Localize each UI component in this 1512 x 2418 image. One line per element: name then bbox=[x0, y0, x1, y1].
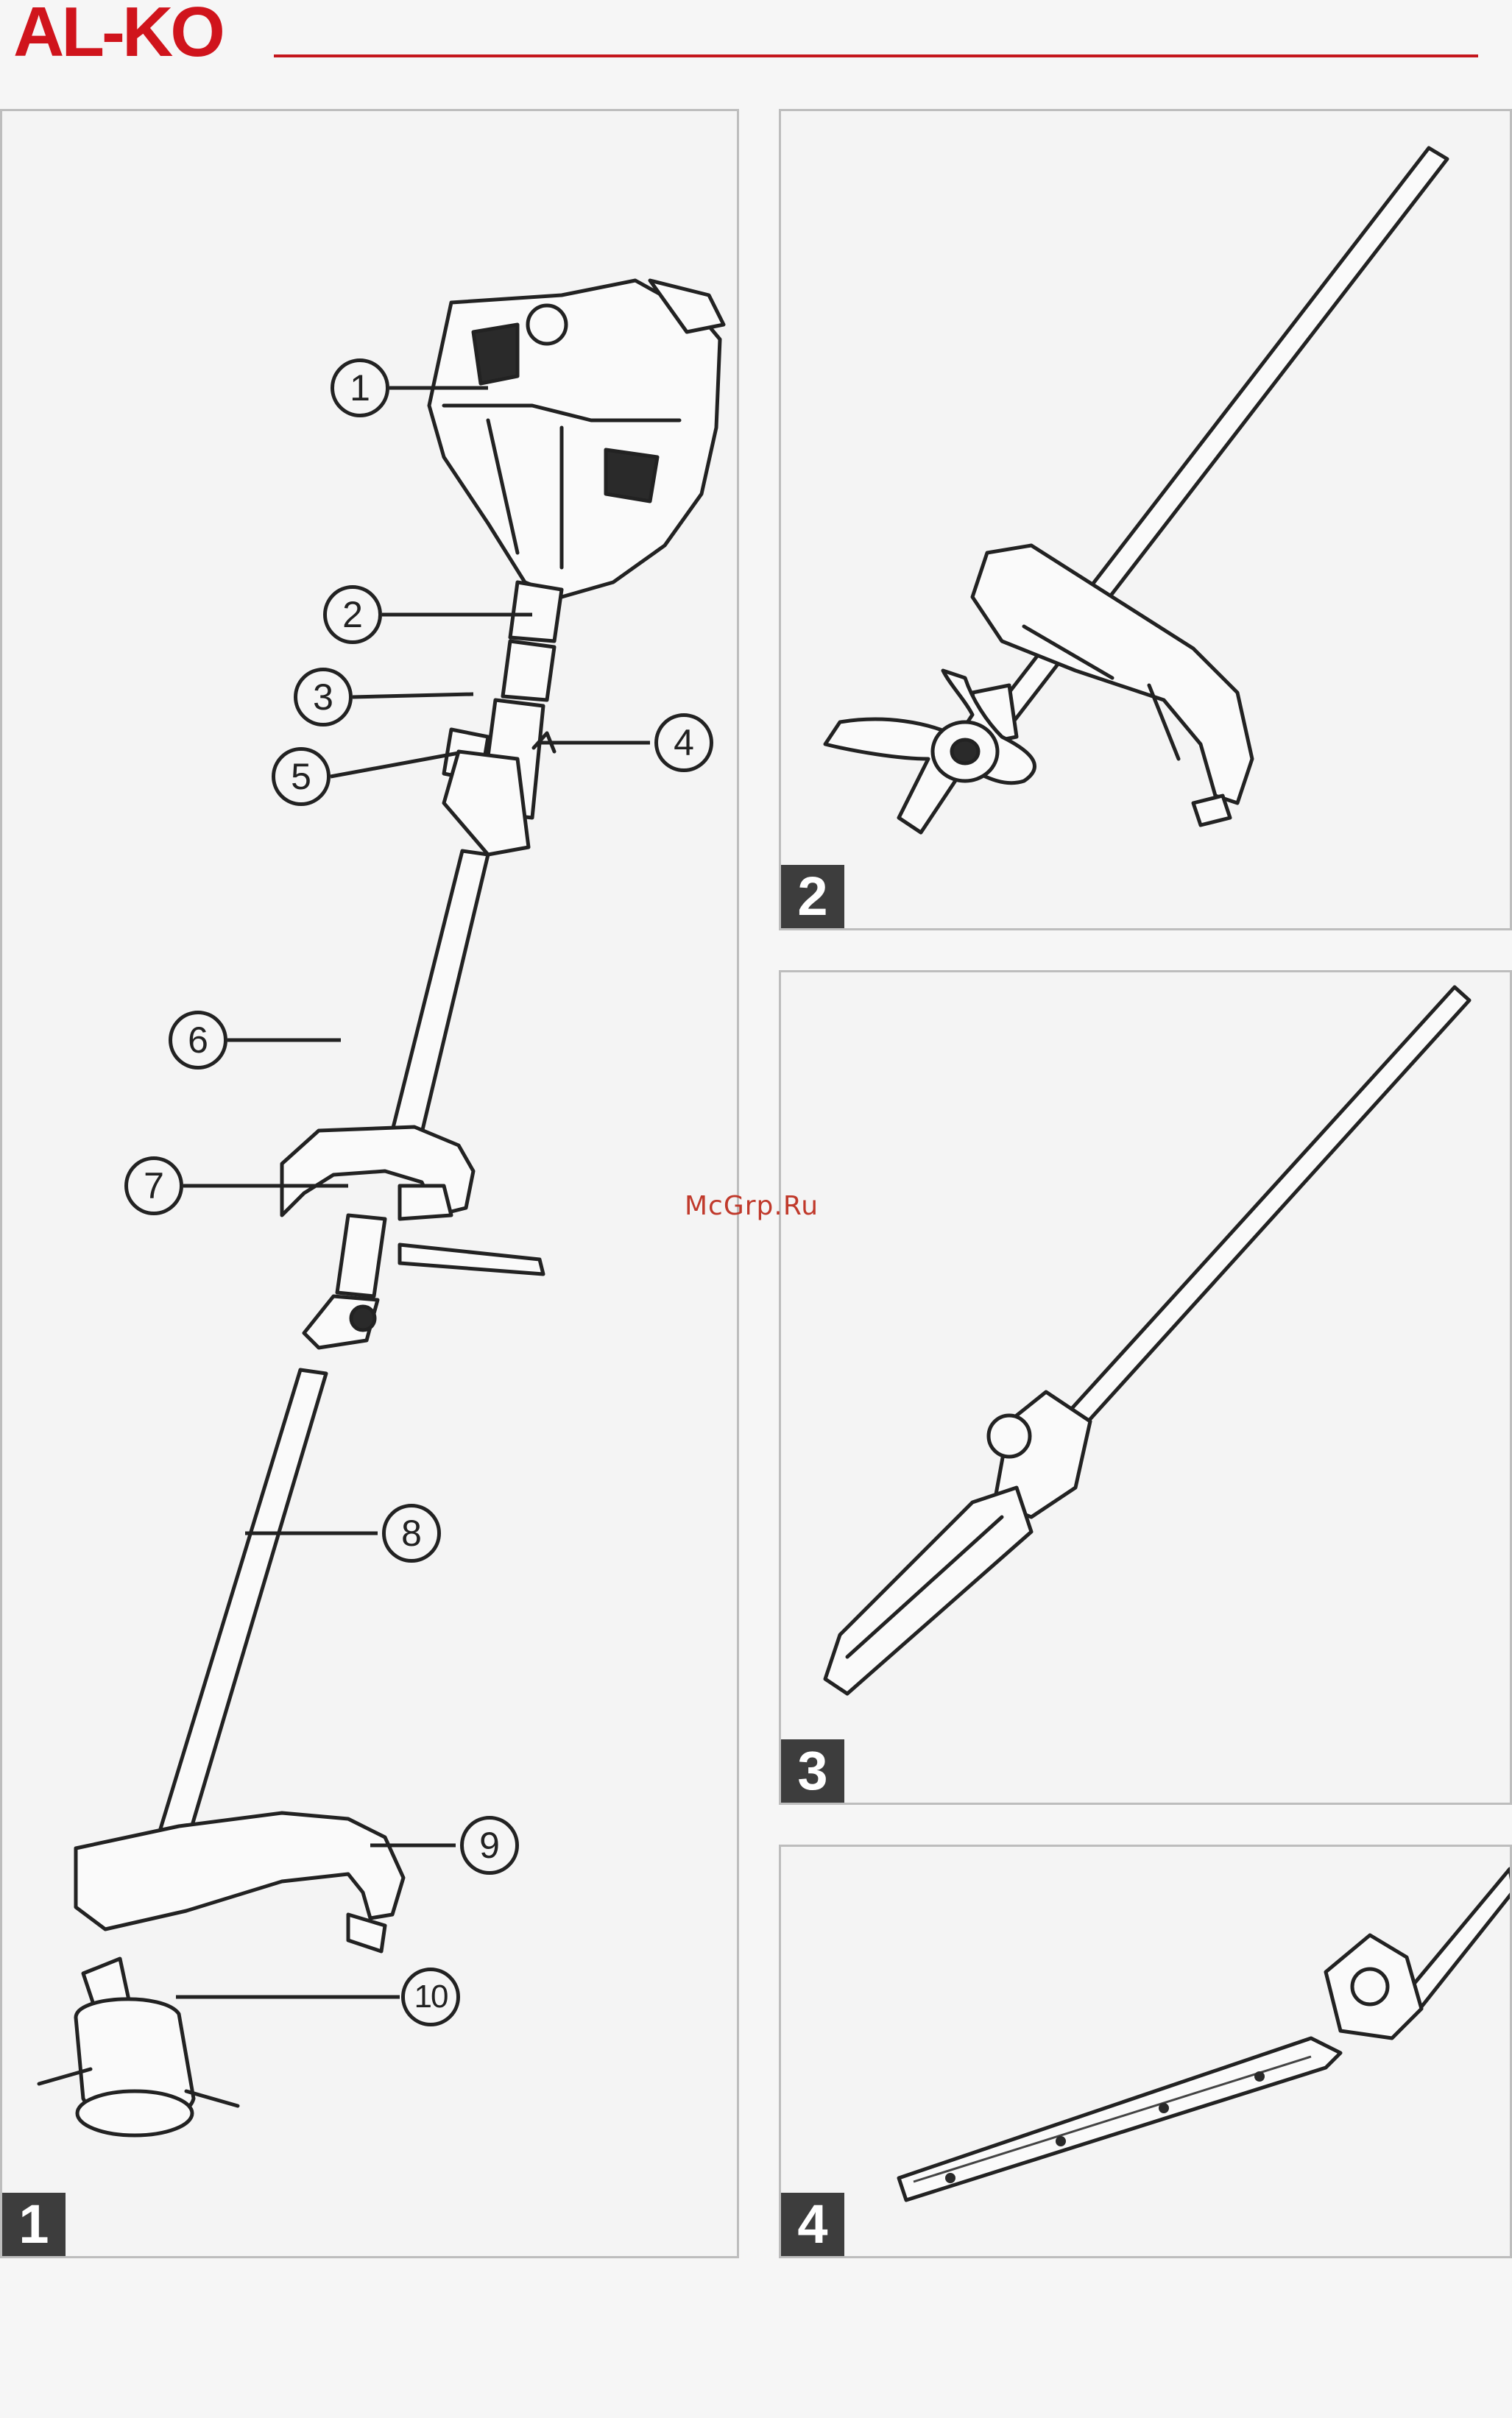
pole-saw-drawing bbox=[781, 972, 1512, 1805]
figure-1-number: 1 bbox=[2, 2193, 66, 2256]
callout-3: 3 bbox=[294, 668, 353, 727]
figure-3-number: 3 bbox=[781, 1739, 844, 1803]
figure-4-number: 4 bbox=[781, 2193, 844, 2256]
alko-logo: AL-KO bbox=[13, 0, 222, 65]
figure-2-panel: 2 bbox=[779, 109, 1512, 930]
watermark-text: McGrp.Ru bbox=[685, 1191, 819, 1221]
brush-cutter-drawing bbox=[2, 111, 739, 2258]
callout-8: 8 bbox=[382, 1504, 441, 1563]
figure-2-number: 2 bbox=[781, 865, 844, 928]
callout-4: 4 bbox=[654, 713, 713, 772]
callout-1: 1 bbox=[331, 358, 389, 417]
figure-3-panel: 3 bbox=[779, 970, 1512, 1805]
header-rule bbox=[274, 54, 1478, 57]
callout-7: 7 bbox=[124, 1156, 183, 1215]
callout-10: 10 bbox=[401, 1968, 460, 2026]
blade-attachment-drawing bbox=[781, 111, 1512, 930]
figure-4-panel: 4 bbox=[779, 1845, 1512, 2258]
figure-1-panel: 1 2 3 4 5 6 7 8 9 10 1 bbox=[0, 109, 739, 2258]
callout-5: 5 bbox=[272, 747, 331, 806]
callout-9: 9 bbox=[460, 1816, 519, 1875]
callout-2: 2 bbox=[323, 585, 382, 644]
callout-6: 6 bbox=[169, 1011, 227, 1070]
hedge-trimmer-drawing bbox=[781, 1847, 1512, 2258]
